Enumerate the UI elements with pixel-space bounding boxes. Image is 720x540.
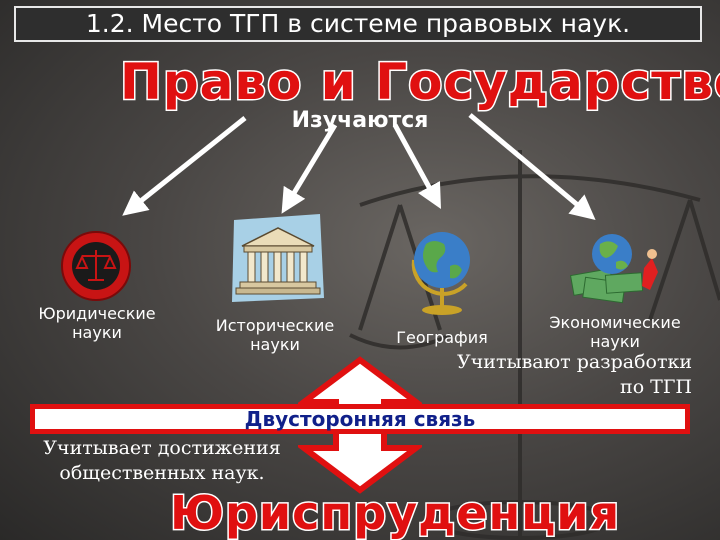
arrow-to-legal <box>122 116 247 216</box>
globe-icon <box>411 232 470 315</box>
left-note: Учитывает достижения общественных наук. <box>43 437 281 484</box>
bottom-heading: Юриспруденция <box>169 485 621 540</box>
studied-label: Изучаются <box>291 108 429 133</box>
scales-emblem-icon <box>61 231 131 301</box>
science-label-history: Исторические науки <box>215 316 335 354</box>
science-label-geography: География <box>396 328 488 347</box>
science-label-legal: Юридические науки <box>38 304 156 342</box>
right-note: Учитывают разработки по ТГП <box>457 351 692 398</box>
arrow-to-economics <box>468 113 596 221</box>
two-way-link-label: Двусторонняя связь <box>244 407 476 431</box>
science-label-economics: Экономические науки <box>549 313 681 351</box>
arrow-to-history <box>281 123 338 214</box>
arrow-to-geography <box>392 123 442 209</box>
ancient-temple-icon <box>232 214 324 302</box>
two-way-link-band <box>30 404 690 434</box>
globe-money-icon <box>569 234 658 304</box>
slide-title: 1.2. Место ТГП в системе правовых наук. <box>14 6 702 42</box>
